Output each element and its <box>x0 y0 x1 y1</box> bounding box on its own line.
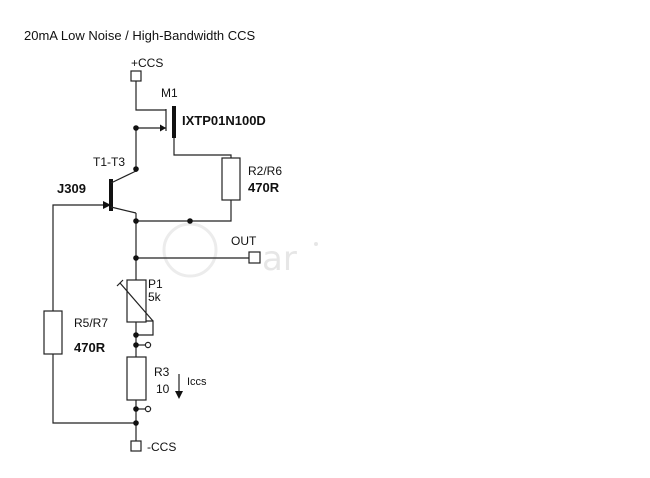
mosfet-part: IXTP01N100D <box>182 113 266 128</box>
r2-r6-value: 470R <box>248 180 280 195</box>
current-label: Iccs <box>187 376 207 388</box>
pos-supply-terminal: +CCS <box>130 56 163 82</box>
pos-supply-label: +CCS <box>131 56 163 70</box>
mosfet-m1: M1 IXTP01N100D <box>160 86 266 138</box>
jfet-ref: T1-T3 <box>93 155 125 169</box>
watermark: ar <box>162 222 318 279</box>
pot-ref: P1 <box>148 277 163 291</box>
wires <box>52 81 249 441</box>
r3-ref: R3 <box>154 365 170 379</box>
r3-value: 10 <box>156 382 170 396</box>
r2-r6-ref: R2/R6 <box>248 164 282 178</box>
mosfet-arrow-icon <box>160 124 166 132</box>
diagram-title: 20mA Low Noise / High-Bandwidth CCS <box>24 28 256 43</box>
pot-value: 5k <box>148 290 162 304</box>
r5-r7-ref: R5/R7 <box>74 316 108 330</box>
jfet-arrow-icon <box>103 201 111 209</box>
output-terminal: OUT <box>231 234 261 264</box>
current-arrow-icon <box>175 391 183 399</box>
r5-r7-value: 470R <box>74 340 106 355</box>
junction-dots <box>133 125 193 426</box>
resistor-r3: R3 10 <box>126 356 170 401</box>
mosfet-ref: M1 <box>161 86 178 100</box>
svg-text:ar: ar <box>262 239 297 279</box>
resistor-r2-r6: R2/R6 470R <box>221 157 282 201</box>
neg-supply-label: -CCS <box>147 440 176 454</box>
test-points <box>144 341 152 413</box>
jfet-t1-t3: T1-T3 J309 <box>57 155 137 214</box>
output-label: OUT <box>231 234 257 248</box>
potentiometer-p1: P1 5k <box>116 277 163 323</box>
current-indicator: Iccs <box>175 374 207 399</box>
neg-supply-terminal: -CCS <box>130 440 176 454</box>
resistor-r5-r7: R5/R7 470R <box>43 310 108 355</box>
jfet-part: J309 <box>57 181 86 196</box>
